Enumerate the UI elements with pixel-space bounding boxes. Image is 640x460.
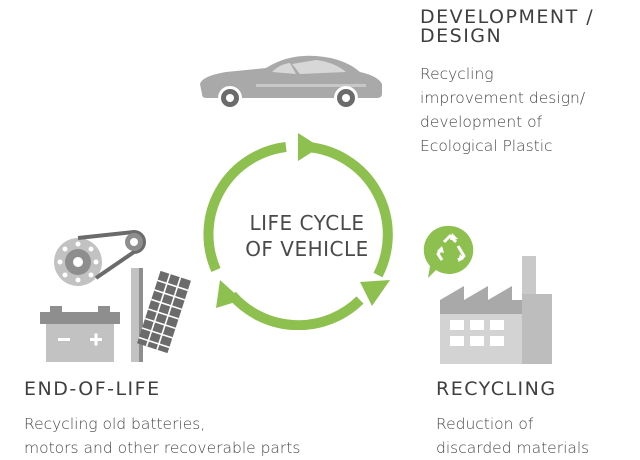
recycling-title: RECYCLING bbox=[436, 378, 557, 400]
development-desc-line: Ecological Plastic bbox=[420, 137, 553, 155]
development-desc-line: improvement design/ bbox=[420, 89, 586, 107]
end-of-life-description: Recycling old batteries, motors and othe… bbox=[24, 412, 300, 460]
development-title: DEVELOPMENT / DESIGN bbox=[420, 8, 594, 46]
recycle-badge-icon bbox=[423, 225, 474, 278]
development-title-line1: DEVELOPMENT / bbox=[420, 6, 595, 28]
development-description: Recycling improvement design/ developmen… bbox=[420, 62, 585, 158]
cycle-arrows-icon bbox=[203, 133, 393, 330]
end-of-life-desc-line: motors and other recoverable parts bbox=[24, 439, 301, 457]
recycling-desc-line: Reduction of bbox=[436, 415, 534, 433]
center-label-line1: LIFE CYCLE bbox=[249, 211, 365, 235]
car-icon bbox=[200, 55, 382, 110]
engine-battery-parts-icon bbox=[40, 230, 191, 362]
end-of-life-title: END-OF-LIFE bbox=[24, 378, 161, 400]
recycling-desc-line: discarded materials bbox=[436, 439, 590, 457]
development-desc-line: development of bbox=[420, 113, 543, 131]
factory-icon bbox=[440, 256, 552, 364]
development-desc-line: Recycling bbox=[420, 65, 494, 83]
end-of-life-desc-line: Recycling old batteries, bbox=[24, 415, 206, 433]
center-label-line2: OF VEHICLE bbox=[245, 237, 369, 261]
development-title-line2: DESIGN bbox=[420, 25, 503, 47]
recycling-description: Reduction of discarded materials bbox=[436, 412, 589, 460]
center-label: LIFE CYCLE OF VEHICLE bbox=[222, 210, 392, 262]
